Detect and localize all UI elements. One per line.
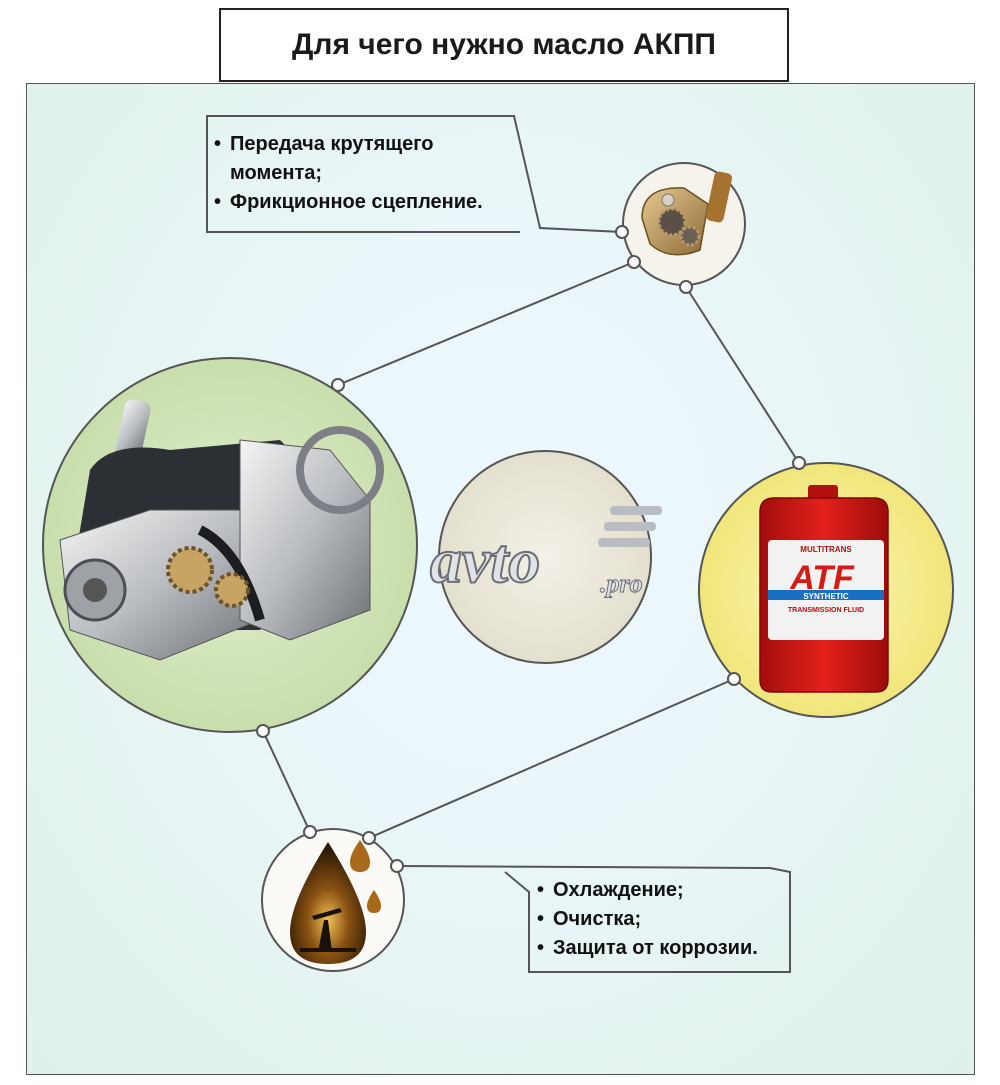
atf-canister-icon: [759, 485, 889, 693]
callout-item: Передача крутящего момента;: [214, 130, 524, 188]
atf-line1: MULTITRANS: [800, 545, 852, 554]
callout-top: Передача крутящего момента; Фрикционное …: [214, 130, 524, 217]
callout-item: Фрикционное сцепление.: [214, 188, 524, 217]
atf-canister-node[interactable]: MULTITRANS ATF SYNTHETIC TRANSMISSION FL…: [698, 462, 954, 718]
gearbox-icon: [59, 399, 384, 661]
connector-lines: [206, 115, 800, 973]
oil-drop-node[interactable]: [261, 828, 405, 972]
logo-text: avto: [430, 525, 540, 596]
gear-node[interactable]: [622, 162, 746, 286]
callout-item: Защита от коррозии.: [537, 934, 787, 963]
title-box: Для чего нужно масло АКПП: [219, 8, 789, 82]
gearbox-node[interactable]: [42, 357, 418, 733]
callout-item: Очистка;: [537, 905, 787, 934]
page-title: Для чего нужно масло АКПП: [292, 28, 716, 61]
atf-line3: TRANSMISSION FLUID: [788, 607, 864, 614]
connector-dots: [256, 225, 806, 873]
atf-line2: SYNTHETIC: [803, 592, 849, 601]
callout-item: Охлаждение;: [537, 876, 787, 905]
logo-suffix: .pro: [600, 569, 643, 598]
logo-node: avto .pro: [429, 450, 662, 664]
oil-drop-icon: [290, 840, 381, 964]
logo-stripes: [598, 506, 662, 547]
atf-brand: ATF: [789, 559, 855, 597]
callout-bottom: Охлаждение; Очистка; Защита от коррозии.: [537, 876, 787, 963]
